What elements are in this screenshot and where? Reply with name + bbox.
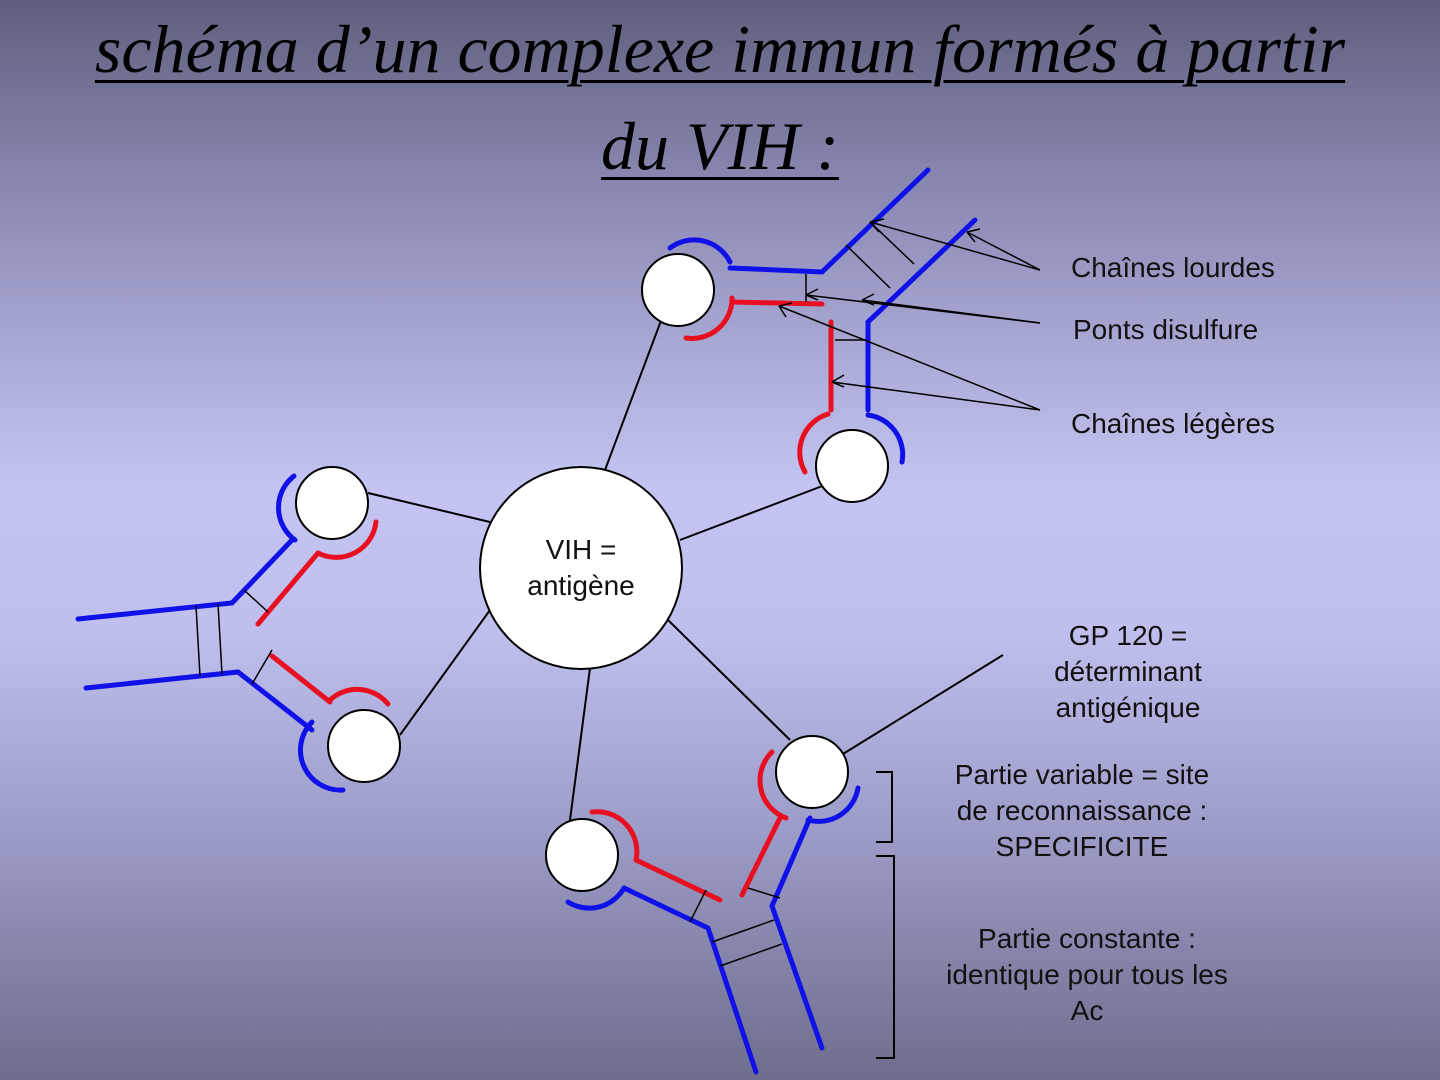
constant-bracket bbox=[876, 856, 894, 1058]
variable-part-line-1: Partie variable = site bbox=[922, 757, 1242, 793]
gp120-line-1: GP 120 = bbox=[1008, 618, 1248, 654]
antigen-connections bbox=[368, 318, 1003, 820]
antigen-label-line-2: antigène bbox=[481, 568, 681, 604]
antigen-label-line-1: VIH = bbox=[481, 532, 681, 568]
variable-part-line-2: de reconnaissance : bbox=[922, 793, 1242, 829]
gp120-label: GP 120 = déterminant antigénique bbox=[1008, 618, 1248, 726]
antigen-label: VIH = antigène bbox=[481, 532, 681, 604]
constant-part-line-3: Ac bbox=[917, 993, 1257, 1029]
disulfide-bridges-label: Ponts disulfure bbox=[1073, 312, 1258, 348]
light-chains-label: Chaînes légères bbox=[1071, 406, 1275, 442]
constant-part-line-1: Partie constante : bbox=[917, 921, 1257, 957]
variable-bracket bbox=[876, 772, 892, 842]
antibody-left bbox=[78, 467, 400, 790]
antibody-top-right bbox=[642, 170, 975, 502]
antibody-bottom bbox=[546, 736, 858, 1072]
brackets bbox=[876, 772, 894, 1058]
constant-part-label: Partie constante : identique pour tous l… bbox=[917, 921, 1257, 1029]
heavy-chains-label: Chaînes lourdes bbox=[1071, 250, 1275, 286]
gp120-line-3: antigénique bbox=[1008, 690, 1248, 726]
variable-part-label: Partie variable = site de reconnaissance… bbox=[922, 757, 1242, 865]
variable-part-line-3: SPECIFICITE bbox=[922, 829, 1242, 865]
annotation-arrows bbox=[779, 219, 1040, 410]
constant-part-line-2: identique pour tous les bbox=[917, 957, 1257, 993]
gp120-line-2: déterminant bbox=[1008, 654, 1248, 690]
